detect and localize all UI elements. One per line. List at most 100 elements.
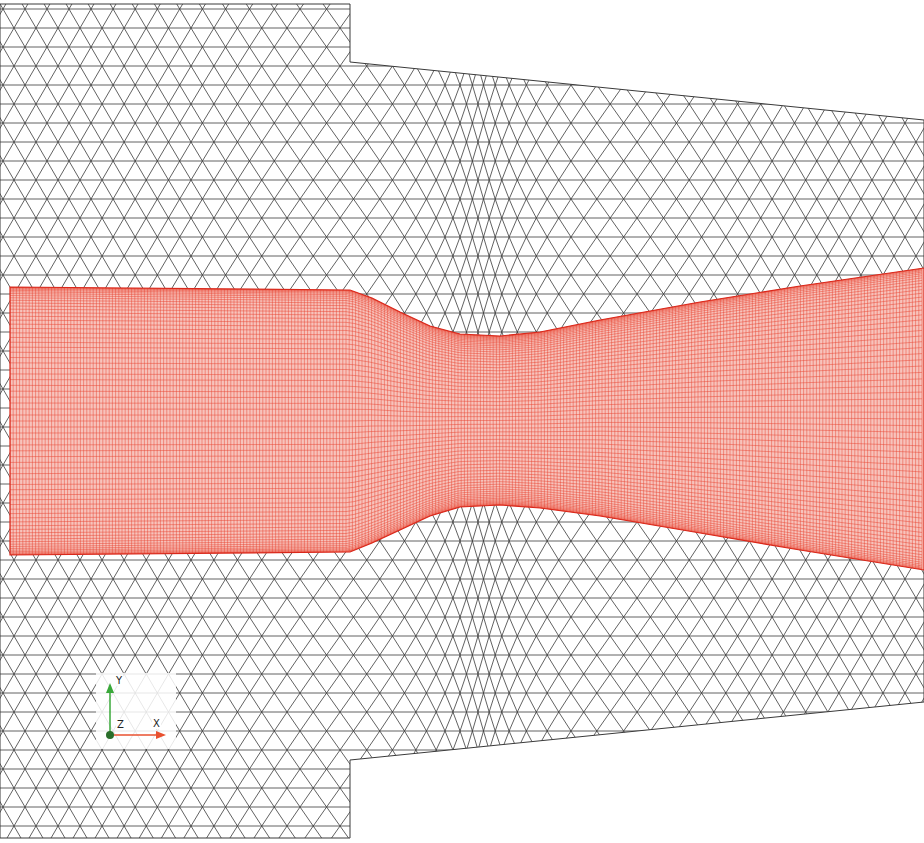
mesh-edge (495, 123, 502, 142)
mesh-edge (157, 161, 168, 180)
mesh-edge (47, 237, 58, 256)
mesh-edge (453, 237, 460, 256)
mesh-edge (426, 237, 436, 256)
mesh-edge (772, 180, 783, 199)
mesh-edge (536, 142, 547, 161)
mesh-edge (559, 47, 571, 66)
mesh-edge (262, 142, 275, 161)
mesh-edge (69, 237, 80, 256)
mesh-edge (426, 85, 436, 104)
mesh-edge (584, 0, 597, 9)
mesh-edge (517, 275, 526, 294)
mesh-edge (124, 161, 135, 180)
mesh-edge (478, 28, 484, 47)
mesh-edge (453, 142, 460, 161)
mesh-edge (404, 275, 415, 294)
mesh-edge (502, 161, 509, 180)
mesh-edge (650, 123, 663, 142)
mesh-edge (795, 123, 806, 142)
mesh-edge (905, 66, 916, 85)
mesh-edge (380, 123, 393, 142)
mesh-edge (547, 47, 559, 66)
mesh-edge (113, 161, 124, 180)
mesh-edge (237, 66, 249, 85)
mesh-edge (726, 218, 738, 237)
mesh-edge (749, 142, 760, 161)
mesh-edge (772, 47, 783, 66)
mesh-edge (274, 9, 287, 28)
mesh-edge (597, 199, 610, 218)
mesh-edge (861, 161, 872, 180)
mesh-edge (416, 9, 427, 28)
mesh-edge (180, 218, 191, 237)
mesh-edge (191, 199, 202, 218)
mesh-edge (262, 85, 275, 104)
mesh-edge (445, 237, 453, 256)
mesh-edge (526, 256, 536, 275)
mesh-edge (426, 123, 436, 142)
mesh-edge (905, 142, 916, 161)
mesh-edge (839, 237, 850, 256)
mesh-edge (559, 275, 571, 294)
mesh-edge (226, 47, 238, 66)
mesh-edge (168, 9, 179, 28)
mesh-edge (416, 237, 427, 256)
mesh-edge (772, 237, 783, 256)
mesh-edge (146, 199, 157, 218)
mesh-edge (460, 294, 466, 313)
mesh-edge (916, 199, 924, 218)
mesh-edge (806, 199, 817, 218)
mesh-edge (749, 218, 760, 237)
mesh-edge (367, 237, 380, 256)
mesh-edge (404, 294, 415, 313)
mesh-edge (484, 313, 490, 332)
mesh-edge (460, 28, 466, 47)
mesh-edge (445, 142, 453, 161)
mesh-edge (872, 256, 883, 275)
mesh-edge (249, 85, 261, 104)
mesh-edge (237, 28, 249, 47)
mesh-edge (102, 180, 113, 199)
mesh-edge (327, 180, 340, 199)
mesh-edge (702, 66, 714, 85)
mesh-edge (872, 161, 883, 180)
mesh-edge (489, 275, 495, 294)
mesh-edge (426, 180, 436, 199)
mesh-edge (168, 104, 179, 123)
mesh-edge (436, 180, 445, 199)
mesh-edge (850, 180, 861, 199)
mesh-edge (426, 256, 436, 275)
mesh-edge (624, 104, 637, 123)
mesh-edge (584, 218, 597, 237)
mesh-edge (702, 180, 714, 199)
mesh-edge (91, 256, 102, 275)
mesh-edge (14, 28, 25, 47)
mesh-edge (47, 199, 58, 218)
mesh-edge (36, 85, 47, 104)
mesh-edge (102, 161, 113, 180)
mesh-edge (3, 47, 14, 66)
mesh-edge (749, 275, 760, 294)
mesh-edge (262, 47, 275, 66)
mesh-edge (453, 28, 460, 47)
mesh-edge (460, 218, 466, 237)
mesh-edge (262, 180, 275, 199)
mesh-edge (664, 237, 677, 256)
mesh-edge (135, 218, 146, 237)
mesh-edge (146, 47, 157, 66)
mesh-edge (436, 9, 445, 28)
mesh-edge (517, 104, 526, 123)
mesh-edge (738, 275, 750, 294)
mesh-edge (168, 142, 179, 161)
mesh-edge (274, 161, 287, 180)
mesh-edge (453, 123, 460, 142)
mesh-edge (624, 9, 637, 28)
mesh-edge (610, 237, 623, 256)
mesh-edge (91, 199, 102, 218)
mesh-edge (287, 256, 300, 275)
mesh-edge (191, 218, 202, 237)
mesh-edge (69, 66, 80, 85)
mesh-edge (624, 237, 637, 256)
mesh-edge (624, 28, 637, 47)
mesh-edge (894, 66, 905, 85)
